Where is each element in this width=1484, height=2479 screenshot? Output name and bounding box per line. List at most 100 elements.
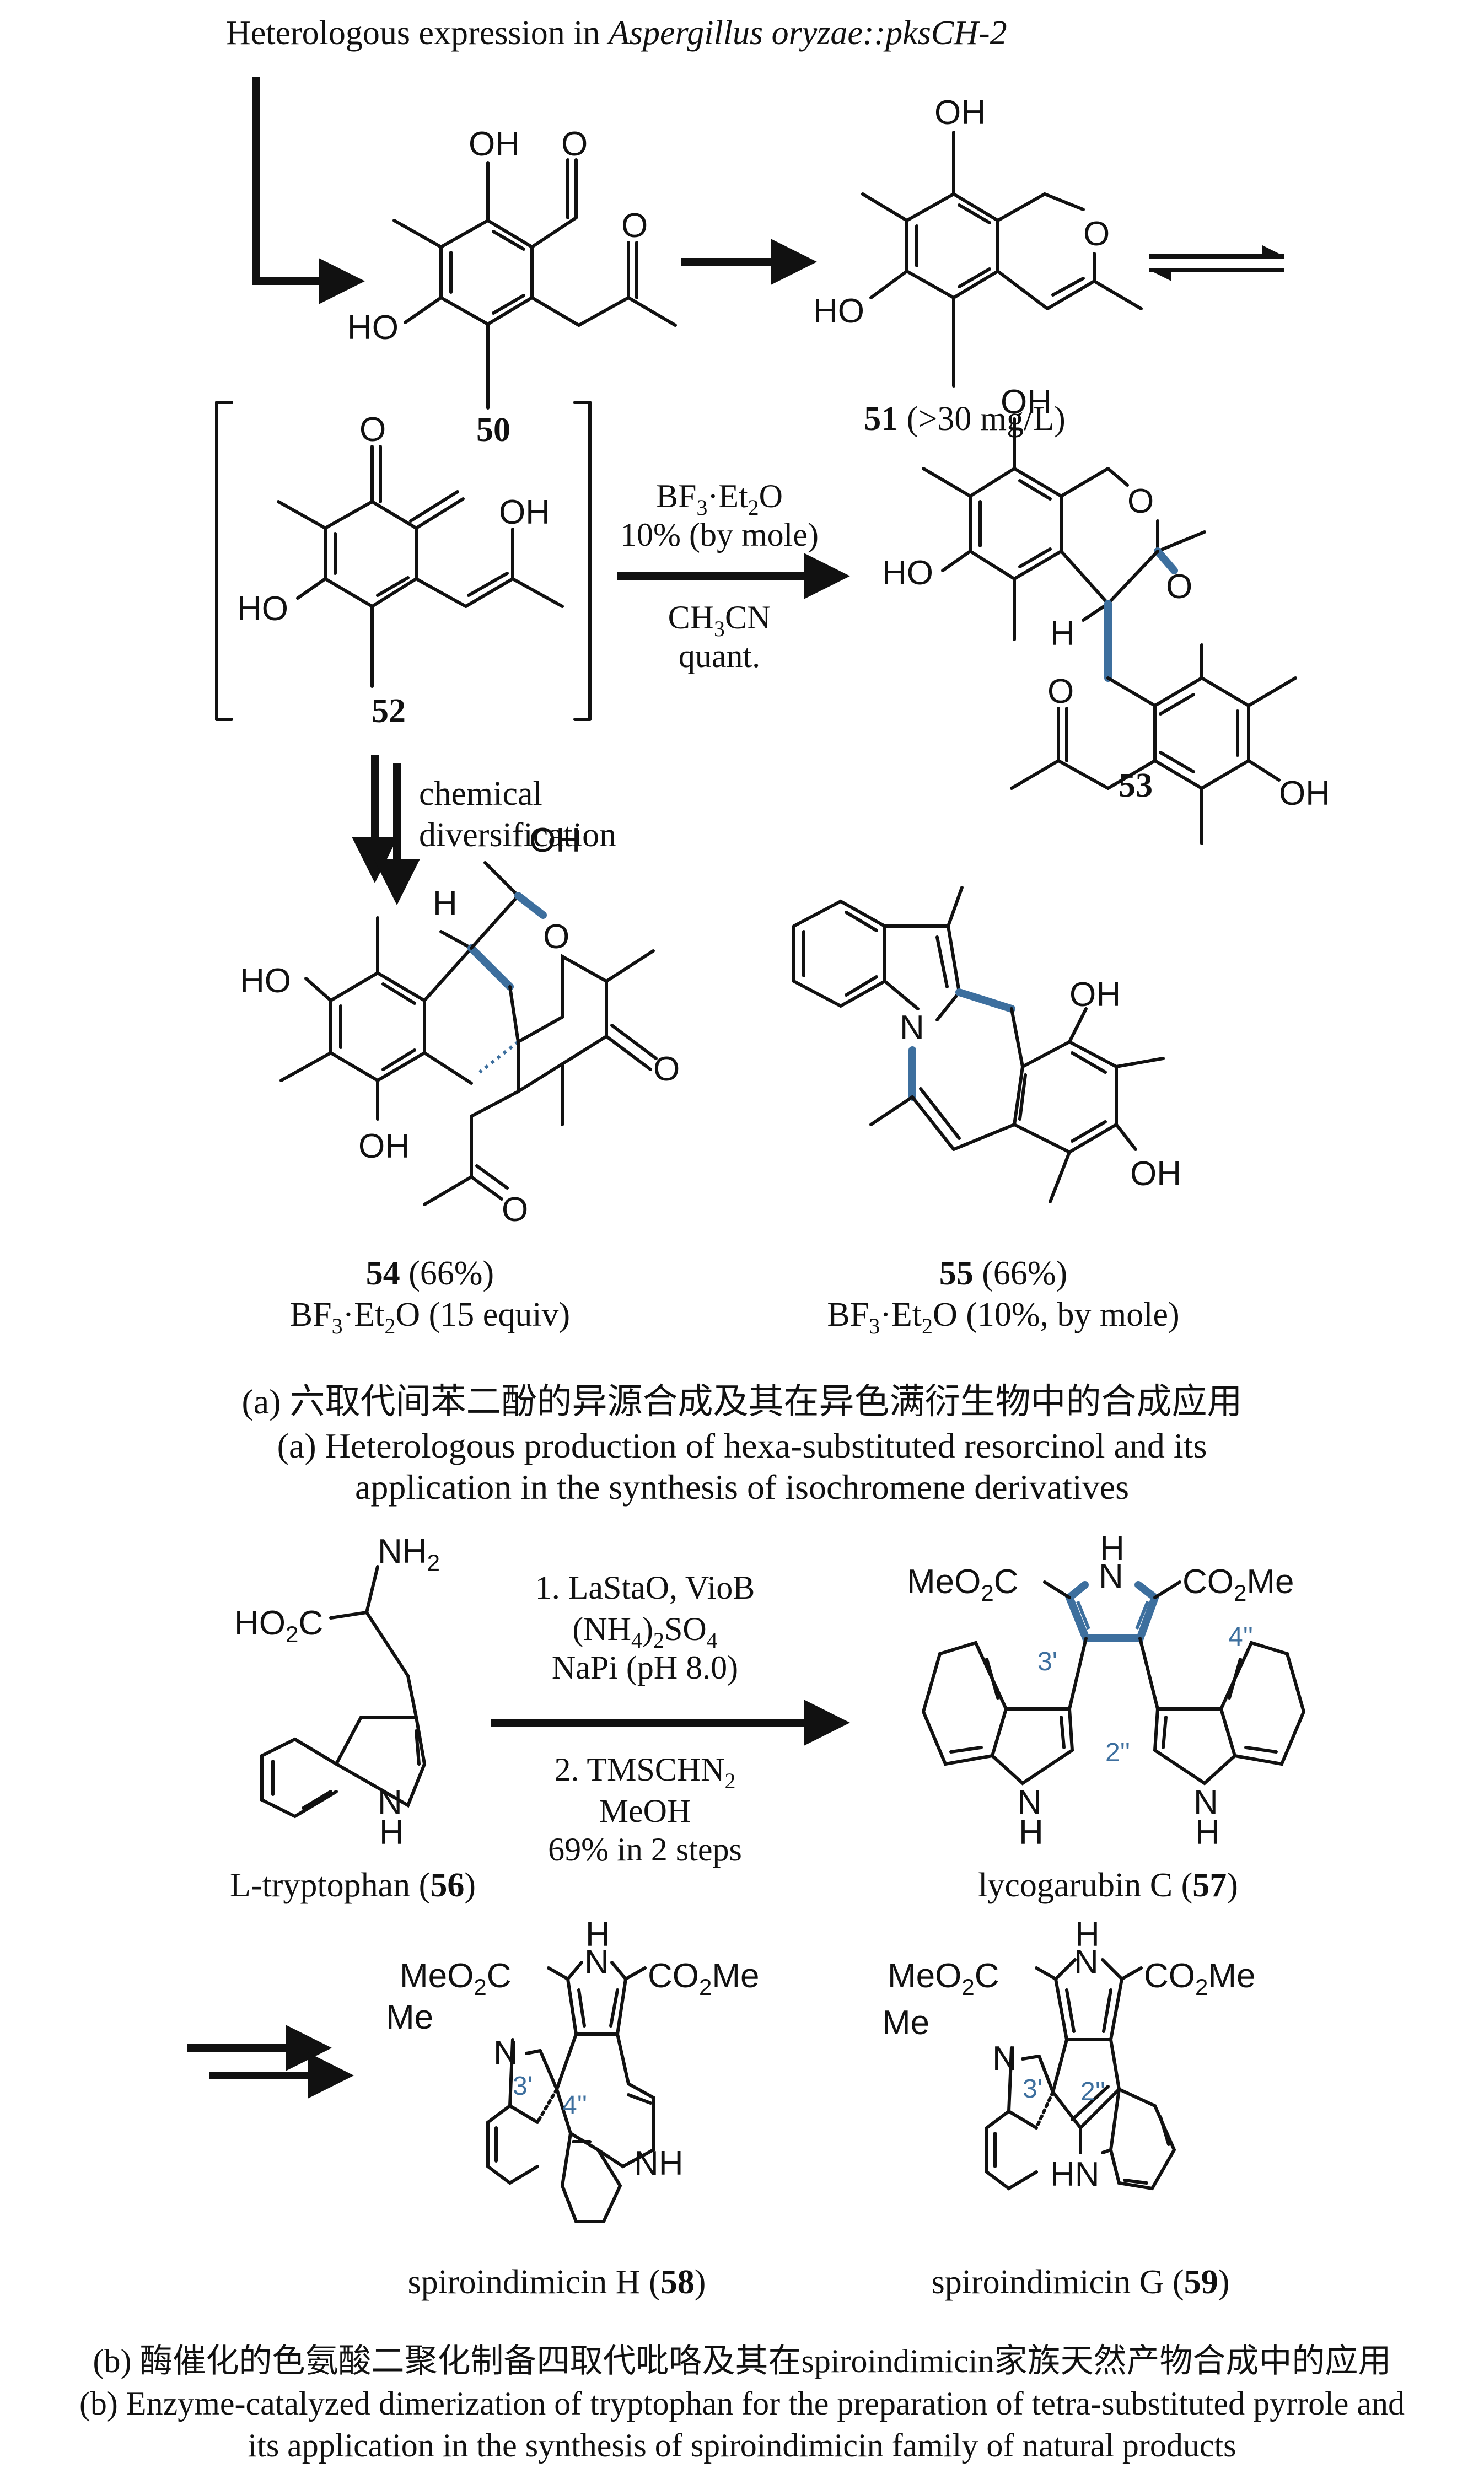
expression-arrow [252,77,365,304]
svg-text:chemical: chemical [419,775,542,813]
svg-text:1. LaStaO, VioB: 1. LaStaO, VioB [535,1569,755,1606]
compound-56: NH2 HO2C N H L-tryptophan (56) [230,1532,476,1904]
h-label: H [1019,1814,1044,1852]
o-label: O [1166,568,1192,606]
co2me-label: CO2Me [1182,1563,1294,1606]
ho-label: HO [813,292,864,330]
multistep-arrows [187,2025,354,2099]
hn-label: HN [1050,2155,1100,2193]
me-label: Me [386,1998,433,2036]
compound-58: H N MeO2C CO2Me Me N 3' 4'' NH spiroindi… [386,1916,760,2301]
position-3prime: 3' [1037,1647,1057,1676]
position-3prime: 3' [513,2072,533,2101]
equilibrium-arrows [1149,245,1284,281]
svg-text:NaPi (pH 8.0): NaPi (pH 8.0) [552,1649,738,1686]
compound-53: OH O O HO H O OH 53 [882,383,1330,845]
compound-label: 55 (66%) [939,1255,1067,1292]
diversification-arrows: chemical diversification [352,755,616,905]
oh-label: OH [934,94,986,132]
position-2dprime: 2'' [1080,2077,1105,2106]
ho-label: HO [882,554,933,592]
n-label: N [1074,1943,1099,1981]
ho-label: HO [347,309,399,347]
position-2dprime: 2'' [1105,1738,1130,1767]
oh-label: OH [499,493,550,531]
h-label: H [379,1814,404,1852]
position-4dprime: 4'' [1228,1622,1253,1652]
compound-label: 51 (>30 mg/L) [864,400,1066,438]
svg-text:10% (by mole): 10% (by mole) [620,517,819,553]
header-text: Heterologous expression in Aspergillus o… [226,14,1007,52]
compound-number: 53 [1119,767,1153,804]
o-label: O [502,1191,528,1229]
h-label: H [1100,1530,1125,1568]
meo2c-label: MeO2C [907,1563,1019,1606]
caption-a-en-2: application in the synthesis of isochrom… [354,1467,1130,1507]
o-label: O [653,1050,680,1088]
compound-number: 50 [476,411,510,449]
compound-label: spiroindimicin H (58) [408,2263,706,2301]
n-label: N [493,2034,518,2072]
oh-label: OH [1130,1155,1181,1193]
svg-text:69% in 2 steps: 69% in 2 steps [548,1831,742,1868]
oh-label: OH [1069,976,1121,1014]
caption-a-en-1: (a) Heterologous production of hexa-subs… [277,1426,1207,1465]
reagent-label: BF3·Et2O (15 equiv) [290,1296,570,1338]
compound-51: OH O HO 51 (>30 mg/L) [813,94,1143,438]
svg-text:BF3·Et2O: BF3·Et2O [656,478,783,520]
compound-59: H N MeO2C CO2Me Me N 3' 2'' HN spiroindi… [882,1916,1256,2301]
co2me-label: CO2Me [1144,1957,1256,2000]
oh-label: OH [1001,383,1052,421]
n-label: N [900,1009,924,1047]
o-label: O [1047,673,1074,711]
compound-label: lycogarubin C (57) [978,1867,1238,1904]
ho2c-label: HO2C [234,1604,323,1647]
svg-text:CH3CN: CH3CN [668,599,771,641]
h-label: H [1075,1916,1100,1954]
n-label: N [378,1783,402,1821]
h-label: H [1195,1814,1220,1852]
reagent-label: BF3·Et2O (10%, by mole) [827,1296,1179,1338]
compound-54: HO OH H OH O O O 54 (66%) BF3·Et2O (15 e… [240,821,680,1338]
reaction-conditions-52-53: BF3·Et2O 10% (by mole) CH3CN quant. [617,478,850,674]
oh-label: OH [358,1127,410,1165]
svg-text:(NH4)2SO4: (NH4)2SO4 [572,1611,717,1653]
compound-55: N OH OH 55 (66%) BF3·Et2O (10%, by mole) [792,886,1181,1338]
oh-label: OH [1279,775,1330,813]
meo2c-label: MeO2C [400,1957,512,2000]
compound-50: OH O O HO 50 [347,125,677,449]
compound-number: 52 [372,692,406,730]
reaction-conditions-56-57: 1. LaStaO, VioB (NH4)2SO4 NaPi (pH 8.0) … [491,1569,850,1868]
h-label: H [1050,615,1075,653]
ho-label: HO [240,962,291,1000]
h-label: H [585,1916,610,1954]
svg-text:quant.: quant. [679,638,760,674]
compound-label: spiroindimicin G (59) [932,2263,1230,2301]
compound-57: H N MeO2C CO2Me 3' 4'' 2'' N H N H lycog… [907,1530,1306,1904]
n-label: N [1099,1557,1123,1595]
svg-text:2. TMSCHN2: 2. TMSCHN2 [555,1751,736,1793]
position-4dprime: 4'' [562,2091,587,2120]
o-label: O [1083,215,1110,253]
n-label: N [1193,1783,1218,1821]
svg-text:diversification: diversification [419,816,616,854]
compound-label: L-tryptophan (56) [230,1867,476,1904]
caption-b-en-2: its application in the synthesis of spir… [248,2427,1236,2464]
compound-52: O OH HO 52 [215,401,592,730]
caption-a-zh: (a) 六取代间苯二酚的异源合成及其在异色满衍生物中的合成应用 [241,1382,1243,1421]
compound-label: 54 (66%) [366,1255,494,1292]
o-label: O [561,125,588,163]
oh-label: OH [469,125,520,163]
caption-b-en-1: (b) Enzyme-catalyzed dimerization of try… [79,2385,1405,2422]
o-label: O [543,918,569,956]
meo2c-label: MeO2C [888,1957,999,2000]
nh2-label: NH2 [378,1532,440,1575]
nh-label: NH [634,2144,684,2182]
ho-label: HO [237,590,288,628]
caption-b-zh: (b) 酶催化的色氨酸二聚化制备四取代吡咯及其在spiroindimicin家族… [93,2343,1391,2379]
o-label: O [1127,482,1154,520]
me-label: Me [882,2004,929,2042]
n-label: N [584,1943,609,1981]
oh-label: OH [529,821,580,859]
